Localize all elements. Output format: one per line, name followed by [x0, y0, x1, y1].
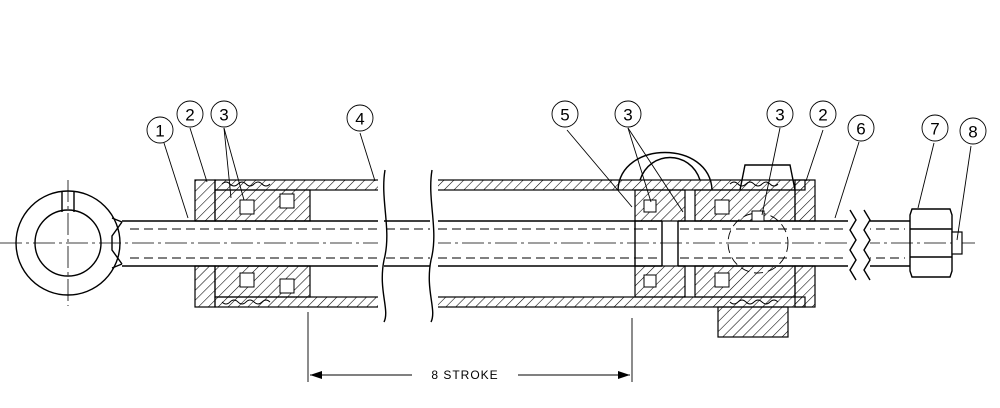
stroke-dimension-label: 8 STROKE [431, 368, 498, 382]
rod-eye-clevis [15, 180, 123, 306]
balloon-1-label: 1 [155, 122, 164, 141]
jam-nut [909, 208, 963, 278]
balloon-3-center-label: 3 [623, 106, 632, 125]
balloon-7: 7 [921, 114, 949, 142]
rod-break-right [848, 205, 871, 281]
balloon-3-left: 3 [210, 100, 238, 128]
balloon-1: 1 [146, 116, 174, 144]
balloon-5: 5 [551, 100, 579, 128]
balloon-4: 4 [346, 104, 374, 132]
balloon-2-left-label: 2 [185, 106, 194, 125]
balloon-8-label: 8 [968, 123, 977, 142]
balloon-3-left-label: 3 [219, 106, 228, 125]
balloon-7-label: 7 [930, 120, 939, 139]
tube-break [378, 169, 438, 323]
balloon-4-label: 4 [355, 110, 364, 129]
balloon-2-left: 2 [176, 100, 204, 128]
piston [634, 189, 686, 298]
port-fitting [617, 151, 796, 191]
balloon-5-label: 5 [560, 106, 569, 125]
balloon-3-right: 3 [766, 100, 794, 128]
rod-gland-left [194, 179, 311, 308]
balloon-3-center: 3 [614, 100, 642, 128]
balloon-2-right: 2 [809, 100, 837, 128]
leader-lines [163, 127, 972, 241]
balloon-6-label: 6 [856, 120, 865, 139]
cap-end-head [694, 179, 816, 338]
stroke-dimension: 8 STROKE [307, 312, 633, 382]
balloon-8: 8 [959, 117, 987, 145]
balloon-2-right-label: 2 [818, 106, 827, 125]
balloon-6: 6 [847, 114, 875, 142]
balloon-3-right-label: 3 [775, 106, 784, 125]
